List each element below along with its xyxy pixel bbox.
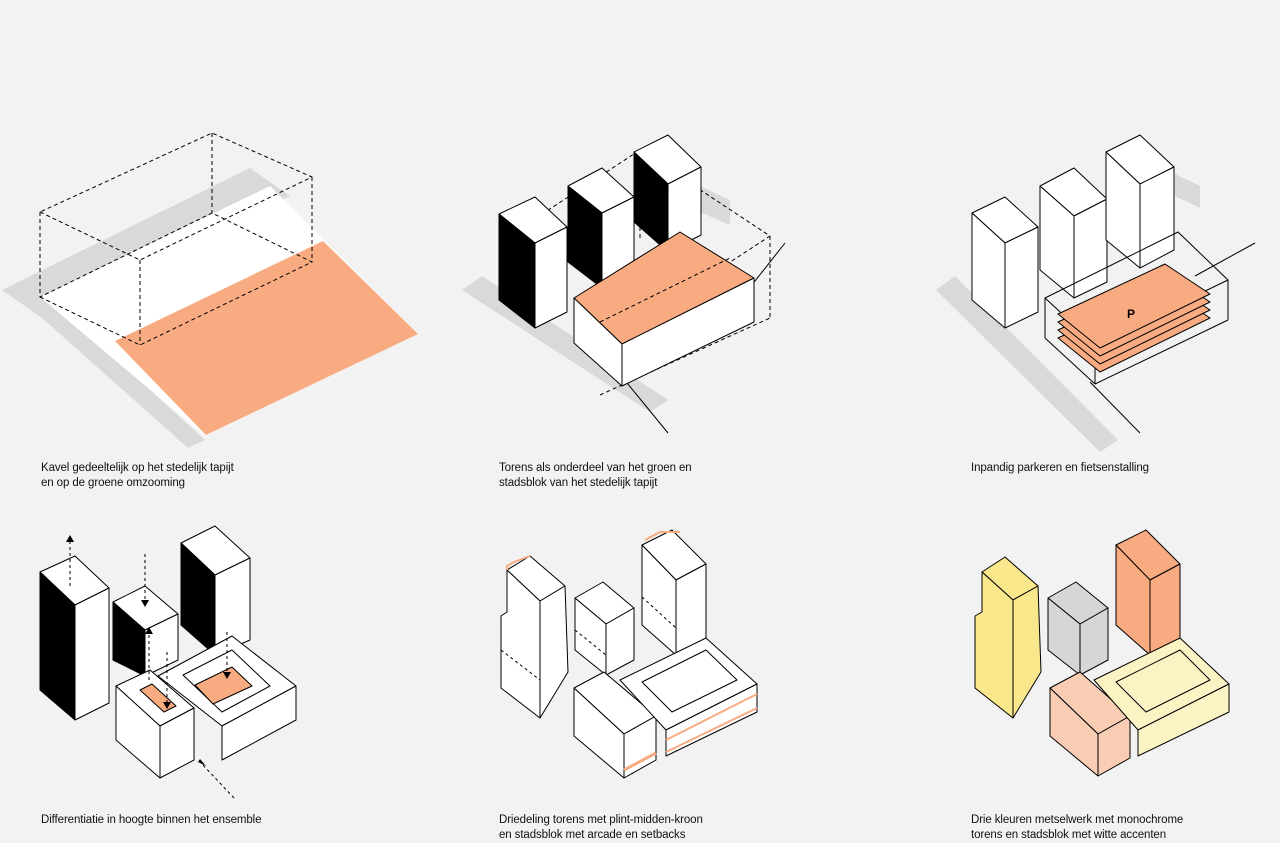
caption-panel-1: Kavel gedeeltelijk op het stedelijk tapi… bbox=[41, 461, 234, 491]
panel-3-parking: P bbox=[936, 134, 1256, 452]
street-shadow-top bbox=[1175, 174, 1200, 208]
arcade-block bbox=[573, 637, 758, 779]
urban-block bbox=[573, 231, 755, 387]
panel-2-towers-block bbox=[462, 134, 786, 434]
tower-yellow bbox=[974, 556, 1042, 719]
tower-3 bbox=[641, 529, 707, 656]
tower-3 bbox=[1105, 134, 1175, 269]
caption-panel-2: Torens als onderdeel van het groen en st… bbox=[499, 461, 692, 491]
parking-layers bbox=[1057, 263, 1211, 373]
tower-2 bbox=[112, 585, 179, 677]
site-plot-orange bbox=[115, 241, 418, 435]
arrow-heads bbox=[66, 535, 231, 766]
street-shadow bbox=[936, 276, 1118, 452]
tower-grey bbox=[1047, 581, 1109, 676]
panel-6-brick-colours bbox=[974, 529, 1230, 777]
street-line-2 bbox=[1194, 242, 1256, 277]
caption-line: Inpandig parkeren en fietsenstalling bbox=[971, 462, 1149, 474]
block-right bbox=[157, 635, 297, 761]
street-line bbox=[1089, 381, 1141, 434]
tower-orange bbox=[1115, 529, 1181, 656]
tower-1 bbox=[500, 555, 569, 719]
green-edge-shadow bbox=[2, 168, 290, 318]
caption-panel-4: Differentiatie in hoogte binnen het ense… bbox=[41, 813, 262, 828]
caption-line: Differentiatie in hoogte binnen het ense… bbox=[41, 814, 262, 826]
tower-3 bbox=[180, 525, 251, 656]
panel-1-site-diagram bbox=[2, 132, 418, 448]
caption-line: en op de groene omzooming bbox=[41, 477, 185, 489]
caption-line: en stadsblok met arcade en setbacks bbox=[499, 829, 686, 841]
street-shadow-top bbox=[700, 186, 730, 225]
height-arrows bbox=[69, 540, 235, 799]
tower-2 bbox=[1039, 167, 1108, 299]
parking-p-label: P bbox=[1127, 307, 1135, 321]
panel-5-tripartition bbox=[500, 529, 758, 779]
tower-2 bbox=[574, 581, 635, 676]
caption-line: torens en stadsblok met witte accenten bbox=[971, 829, 1167, 841]
plot-volume-dashed-box bbox=[39, 132, 313, 346]
tower-1 bbox=[971, 196, 1039, 329]
tower-1 bbox=[39, 555, 110, 721]
caption-line: Driedeling torens met plint-midden-kroon bbox=[499, 814, 703, 826]
caption-line: Kavel gedeeltelijk op het stedelijk tapi… bbox=[41, 462, 234, 474]
tower-3 bbox=[633, 134, 702, 253]
caption-panel-3: Inpandig parkeren en fietsenstalling bbox=[971, 461, 1149, 476]
caption-line: Drie kleuren metselwerk met monochrome bbox=[971, 814, 1184, 826]
caption-panel-5: Driedeling torens met plint-midden-kroon… bbox=[499, 813, 703, 843]
caption-line: stadsblok van het stedelijk tapijt bbox=[499, 477, 658, 489]
green-edge-shadow-lower bbox=[42, 308, 205, 448]
tower-2 bbox=[567, 167, 635, 289]
panel-4-height-differentiation bbox=[39, 525, 297, 799]
caption-line: Torens als onderdeel van het groen en bbox=[499, 462, 692, 474]
caption-panel-6: Drie kleuren metselwerk met monochrome t… bbox=[971, 813, 1183, 843]
block-pale-orange bbox=[1049, 671, 1131, 777]
block-pale-yellow bbox=[1093, 637, 1230, 757]
tower-1 bbox=[498, 196, 568, 329]
